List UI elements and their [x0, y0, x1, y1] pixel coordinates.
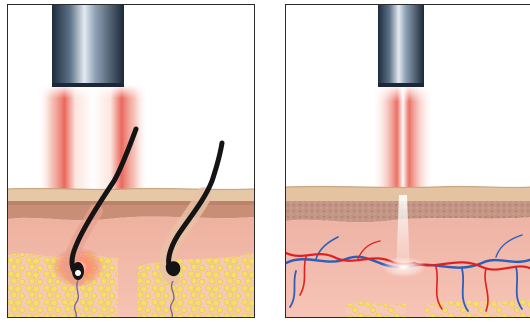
hair-removal-panel	[7, 4, 255, 318]
heat-glow	[382, 257, 426, 277]
vascular-treatment-illustration	[286, 5, 530, 317]
laser-handpiece	[52, 5, 124, 87]
vascular-treatment-panel	[285, 4, 530, 318]
laser-handpiece	[378, 5, 424, 87]
skin-layers	[8, 188, 254, 317]
laser-beam-narrow	[372, 85, 434, 195]
hair-removal-illustration	[8, 5, 254, 317]
